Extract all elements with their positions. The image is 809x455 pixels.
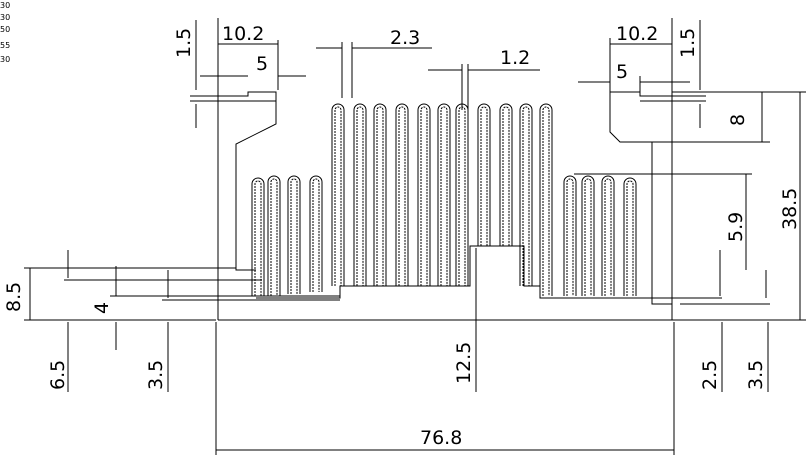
fin-13 <box>499 103 513 246</box>
fin-4 <box>309 175 323 292</box>
fin-inner-14 <box>522 106 530 286</box>
corner-fragment-5: 30 <box>0 55 10 64</box>
corner-fragment-4: 55 <box>0 41 10 50</box>
fin-19 <box>623 177 637 296</box>
dim-center-base: 12.5 <box>453 342 475 384</box>
fin-inner-9 <box>420 106 428 286</box>
fin-inner-3 <box>290 178 298 294</box>
dim-left-step-b: 3.5 <box>145 360 167 390</box>
fin-7 <box>373 103 387 286</box>
dim-top-left-offset: 1.5 <box>173 28 195 58</box>
base-top-left <box>256 245 652 299</box>
fin-inner-12 <box>480 106 488 246</box>
fin-inner-11 <box>458 106 466 286</box>
fin-9 <box>417 103 431 286</box>
dim-top-left-slot: 5 <box>256 53 268 75</box>
fin-inner-8 <box>398 106 406 286</box>
dim-left-base-height: 8.5 <box>3 282 25 312</box>
fin-12 <box>477 103 491 246</box>
fin-8 <box>395 103 409 286</box>
base-right-edge <box>609 91 673 320</box>
corner-fragment-2: 30 <box>0 13 10 22</box>
dim-fin-gap: 1.2 <box>500 47 530 69</box>
dim-top-left-width: 10.2 <box>222 23 264 45</box>
fin-10 <box>437 103 451 286</box>
fin-14 <box>519 103 533 286</box>
dimension-lines <box>24 18 806 455</box>
fin-inner-1 <box>254 180 262 296</box>
fin-11 <box>455 103 469 286</box>
dim-right-step-a: 2.5 <box>699 360 721 390</box>
dim-top-right-width: 10.2 <box>616 23 658 45</box>
corner-fragment-3: 50 <box>0 25 10 34</box>
fin-inner-17 <box>584 178 592 296</box>
heatsink-outline <box>217 91 673 321</box>
fin-inner-15 <box>542 106 550 296</box>
dim-right-step-b: 3.5 <box>745 360 767 390</box>
fin-17 <box>581 175 595 296</box>
fin-inner-5 <box>334 106 342 286</box>
fin-inner-18 <box>604 178 612 296</box>
fin-inner-4 <box>312 178 320 292</box>
dimension-labels: 10.2 5 1.5 2.3 1.2 10.2 5 1.5 8 38.5 5.9… <box>3 23 801 449</box>
fin-16 <box>563 175 577 296</box>
fin-inner-2 <box>270 178 278 296</box>
fin-inner-10 <box>440 106 448 286</box>
dim-total-height: 38.5 <box>779 188 801 230</box>
fin-2 <box>267 175 281 296</box>
fin-inner-6 <box>356 106 364 286</box>
base-left-edge <box>217 91 277 320</box>
dim-overall-width: 76.8 <box>420 427 462 449</box>
dim-right-fin-depth: 5.9 <box>725 212 747 242</box>
fin-inner-7 <box>376 106 384 286</box>
fin-inner-13 <box>502 106 510 246</box>
heatsink-fins <box>251 103 637 296</box>
dim-right-step-height: 8 <box>727 114 749 126</box>
dim-top-right-offset: 1.5 <box>677 28 699 58</box>
fin-5 <box>331 103 345 286</box>
fin-18 <box>601 175 615 296</box>
fin-inner-19 <box>626 180 634 296</box>
dim-top-right-slot: 5 <box>616 61 628 83</box>
fin-15 <box>539 103 553 296</box>
corner-fragment-labels: 30 30 50 55 30 <box>0 1 10 64</box>
dim-fin-thickness: 2.3 <box>390 27 420 49</box>
dim-left-step-a: 6.5 <box>47 360 69 390</box>
fin-inner-16 <box>566 178 574 296</box>
fin-3 <box>287 175 301 294</box>
corner-fragment-1: 30 <box>0 1 10 10</box>
fin-1 <box>251 177 265 296</box>
fin-6 <box>353 103 367 286</box>
dim-left-inner-height: 4 <box>91 302 113 314</box>
